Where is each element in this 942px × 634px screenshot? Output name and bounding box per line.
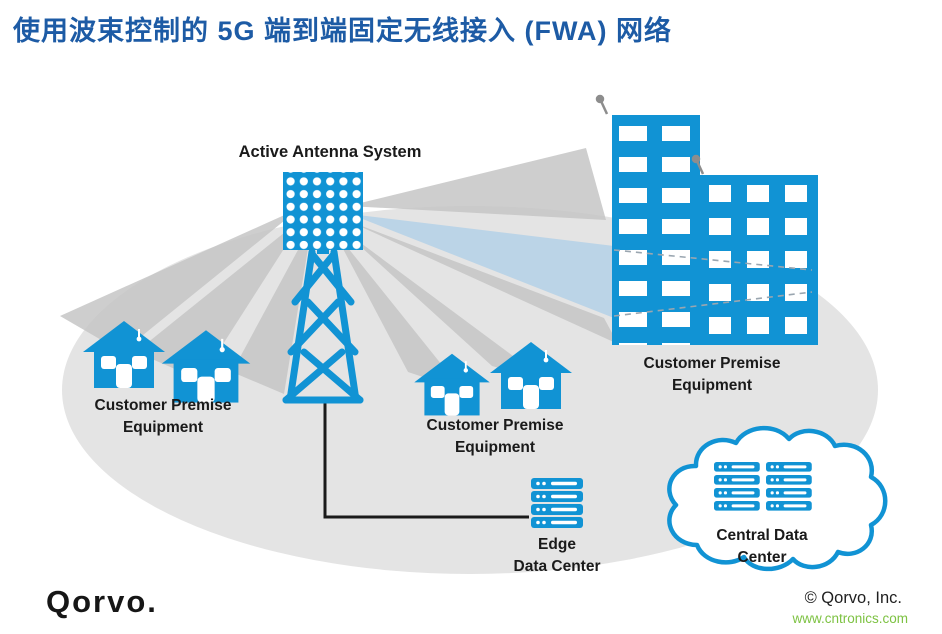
beam xyxy=(346,220,618,344)
beam xyxy=(348,148,606,220)
edge-dc-label-line2: Data Center xyxy=(514,558,601,575)
cpe-left-label-line2: Equipment xyxy=(123,419,203,436)
page-title: 使用波束控制的 5G 端到端固定无线接入 (FWA) 网络 xyxy=(13,16,672,46)
steered-beam-highlight xyxy=(350,214,614,318)
building-antenna-icon xyxy=(595,94,705,175)
beam xyxy=(332,228,462,390)
cpe-middle-label-line1: Customer Premise xyxy=(427,417,564,434)
signal-beams xyxy=(60,148,618,394)
edge-dc-label-line1: Edge xyxy=(538,536,576,553)
active-antenna-label: Active Antenna System xyxy=(239,143,422,161)
copyright-text: © Qorvo, Inc. xyxy=(804,589,902,607)
antenna-panel xyxy=(283,172,363,254)
office-building-icon xyxy=(612,115,818,345)
central-dc-label-line1: Central Data xyxy=(716,527,808,544)
beam-steering-dashes xyxy=(613,249,813,317)
cpe-middle-label-line2: Equipment xyxy=(455,439,535,456)
qorvo-logo: Qorvo. xyxy=(46,584,158,619)
cpe-left-label-line1: Customer Premise xyxy=(95,397,232,414)
central-dc-label-line2: Center xyxy=(737,549,786,566)
beam xyxy=(338,226,548,382)
central-cloud-icon xyxy=(667,425,888,572)
cpe-right-label-line1: Customer Premise xyxy=(644,355,781,372)
backhaul-line xyxy=(323,400,529,519)
cpe-right-label-line2: Equipment xyxy=(672,377,752,394)
beam xyxy=(60,208,300,352)
beam xyxy=(136,216,305,380)
antenna-tower xyxy=(282,248,364,404)
watermark-text: www.cntronics.com xyxy=(792,611,908,626)
beam xyxy=(232,224,312,394)
